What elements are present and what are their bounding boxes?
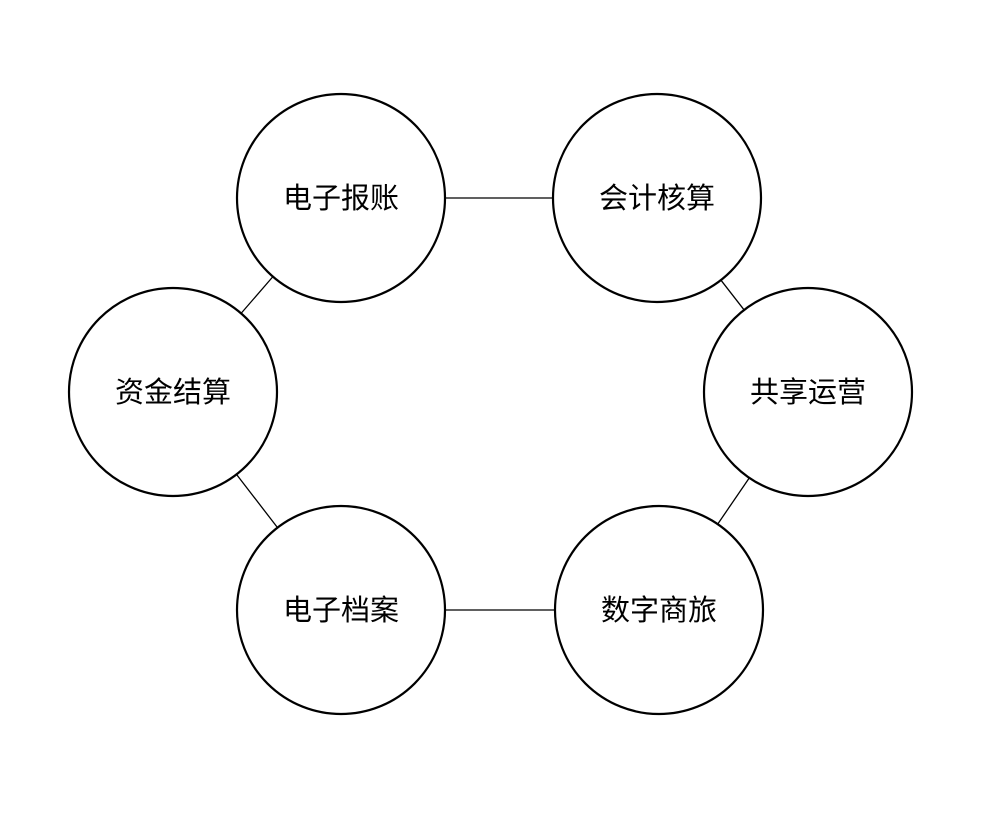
cycle-node: 资金结算 [67, 286, 279, 498]
connector-line [720, 279, 745, 311]
connector-line [235, 473, 279, 529]
node-circle [235, 92, 447, 304]
cycle-node: 电子档案 [235, 504, 447, 716]
node-label: 会计核算 [599, 181, 715, 215]
node-label: 共享运营 [750, 375, 866, 409]
node-label: 电子报账 [283, 181, 399, 215]
node-circle [67, 286, 279, 498]
node-circle [702, 286, 914, 498]
cycle-node: 会计核算 [551, 92, 763, 304]
node-circle [553, 504, 765, 716]
cycle-node: 共享运营 [702, 286, 914, 498]
node-label: 数字商旅 [601, 593, 717, 627]
node-circle [551, 92, 763, 304]
cycle-node: 数字商旅 [553, 504, 765, 716]
node-label: 电子档案 [283, 593, 399, 627]
connector-lines [235, 197, 750, 611]
connector-line [240, 276, 274, 314]
cycle-node: 电子报账 [235, 92, 447, 304]
connector-line [717, 477, 750, 525]
node-circle [235, 504, 447, 716]
node-label: 资金结算 [115, 375, 231, 409]
